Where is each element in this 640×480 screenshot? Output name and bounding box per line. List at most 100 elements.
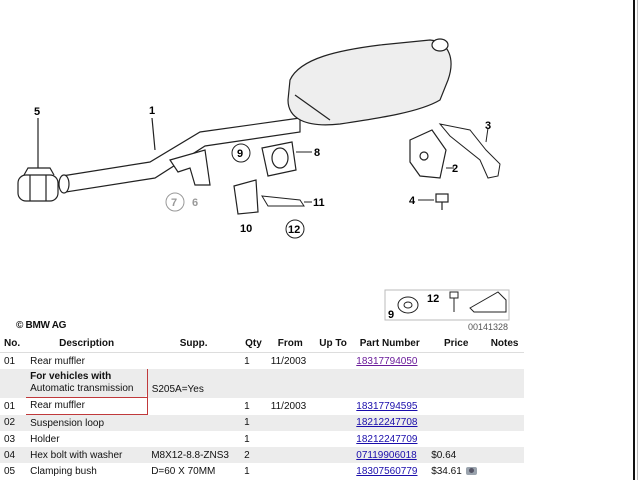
row-price: $34.61 — [431, 465, 462, 477]
row-from — [266, 414, 314, 431]
col-notes: Notes — [485, 335, 524, 353]
row-upto — [313, 414, 353, 431]
row-notes — [485, 398, 524, 415]
table-row: 01 Rear muffler 1 11/2003 18317794050 — [0, 353, 524, 370]
row-no: 04 — [0, 447, 27, 463]
row-no: 01 — [4, 400, 16, 412]
row-qty: 1 — [244, 465, 250, 477]
camera-icon[interactable] — [465, 466, 477, 475]
table-note-row: For vehicles with Automatic transmission… — [0, 369, 524, 398]
row-upto — [314, 463, 353, 479]
pipe-part — [58, 117, 301, 194]
part-number-link[interactable]: 07119906018 — [356, 449, 417, 461]
note-desc: Automatic transmission — [30, 383, 134, 394]
note-bold: For vehicles with — [30, 371, 112, 382]
row-from: 11/2003 — [270, 400, 307, 412]
table-row: 01 Rear muffler 1 11/2003 18317794595 — [0, 397, 524, 415]
part-number-link[interactable]: 18307560779 — [356, 465, 418, 477]
callout-8: 8 — [314, 147, 320, 159]
row-notes — [485, 463, 524, 479]
row-desc: Suspension loop — [26, 414, 148, 431]
row-price — [427, 398, 485, 415]
image-number: 00141328 — [468, 322, 509, 332]
rubber-mount-part — [233, 179, 259, 215]
parts-diagram: 5 1 9 8 3 2 7 6 4 11 10 12 9 12 © BMW AG… — [16, 38, 510, 332]
col-upto: Up To — [313, 335, 353, 353]
row-qty: 2 — [240, 447, 267, 463]
callout-6: 6 — [192, 197, 198, 209]
note-supp: S205A=Yes — [147, 369, 241, 398]
legend-left-number: 9 — [388, 309, 394, 321]
bracket-8-part — [261, 141, 297, 177]
table-row: 05 Clamping bush D=60 X 70MM 1 183075607… — [0, 463, 524, 479]
col-no: No. — [0, 335, 27, 353]
row-qty: 1 — [240, 414, 267, 431]
col-from: From — [266, 335, 314, 353]
row-qty: 1 — [244, 433, 250, 445]
exhaust-diagram-svg: 5 1 9 8 3 2 7 6 4 11 10 12 9 12 — [17, 38, 510, 321]
hex-bolt-part — [435, 193, 449, 210]
row-notes — [485, 353, 524, 370]
row-no: 05 — [4, 465, 16, 477]
row-no: 01 — [4, 355, 16, 367]
row-upto — [314, 431, 353, 447]
row-desc: Hex bolt with washer — [26, 447, 148, 463]
hanger-part — [169, 149, 211, 186]
row-from — [267, 431, 314, 447]
callout-12: 12 — [288, 224, 300, 236]
parts-table: No. Description Supp. Qty From Up To Par… — [0, 335, 524, 479]
row-desc: Rear muffler — [30, 355, 85, 367]
row-no: 02 — [0, 414, 27, 431]
row-no: 03 — [4, 433, 16, 445]
row-desc: Clamping bush — [30, 465, 97, 477]
callout-11: 11 — [313, 197, 325, 209]
col-part-number: Part Number — [352, 335, 428, 353]
callout-1: 1 — [149, 105, 155, 117]
note-cell: For vehicles with Automatic transmission — [26, 369, 148, 398]
part-number-link[interactable]: 18317794595 — [356, 400, 418, 412]
col-supp: Supp. — [147, 335, 241, 353]
row-price-cell: $34.61 — [427, 463, 485, 479]
row-from — [267, 463, 314, 479]
callout-3: 3 — [485, 120, 491, 132]
row-price: $0.64 — [427, 447, 486, 463]
callout-9: 9 — [237, 148, 243, 160]
row-supp — [147, 353, 240, 370]
row-notes — [485, 414, 524, 431]
table-row: 04 Hex bolt with washer M8X12-8.8-ZNS3 2… — [0, 447, 524, 463]
table-row: 03 Holder 1 18212247709 — [0, 431, 524, 447]
row-upto — [314, 353, 353, 370]
row-notes — [485, 447, 524, 463]
row-price — [427, 414, 486, 431]
part-number-link[interactable]: 18317794050 — [356, 355, 418, 367]
callout-10: 10 — [240, 223, 252, 235]
suspension-loop-part — [409, 129, 447, 179]
edge-line — [633, 0, 635, 480]
muffler-part — [287, 38, 452, 126]
col-description: Description — [26, 335, 148, 353]
callout-4: 4 — [409, 195, 416, 207]
callout-7: 7 — [171, 197, 177, 209]
row-from — [266, 447, 314, 463]
row-qty: 1 — [244, 355, 250, 367]
callout-2: 2 — [452, 163, 458, 175]
legend-box: 9 12 — [384, 289, 510, 321]
table-header-row: No. Description Supp. Qty From Up To Par… — [0, 335, 524, 353]
row-from: 11/2003 — [270, 355, 307, 367]
row-upto — [313, 447, 353, 463]
part-number-link[interactable]: 18212247709 — [356, 433, 418, 445]
part-number-link[interactable]: 18212247708 — [356, 417, 418, 429]
row-desc: Holder — [30, 433, 60, 445]
row-supp — [147, 398, 240, 415]
row-supp — [147, 431, 240, 447]
legend-right-number: 12 — [427, 293, 439, 305]
copyright-text: © BMW AG — [16, 320, 67, 331]
row-supp: D=60 X 70MM — [151, 465, 216, 477]
row-qty: 1 — [244, 400, 250, 412]
table-row: 02 Suspension loop 1 18212247708 — [0, 414, 524, 431]
clamp-part — [17, 167, 59, 202]
col-qty: Qty — [240, 335, 267, 353]
edge-shadow — [637, 0, 638, 480]
row-supp: M8X12-8.8-ZNS3 — [147, 447, 241, 463]
callout-5: 5 — [34, 106, 40, 118]
